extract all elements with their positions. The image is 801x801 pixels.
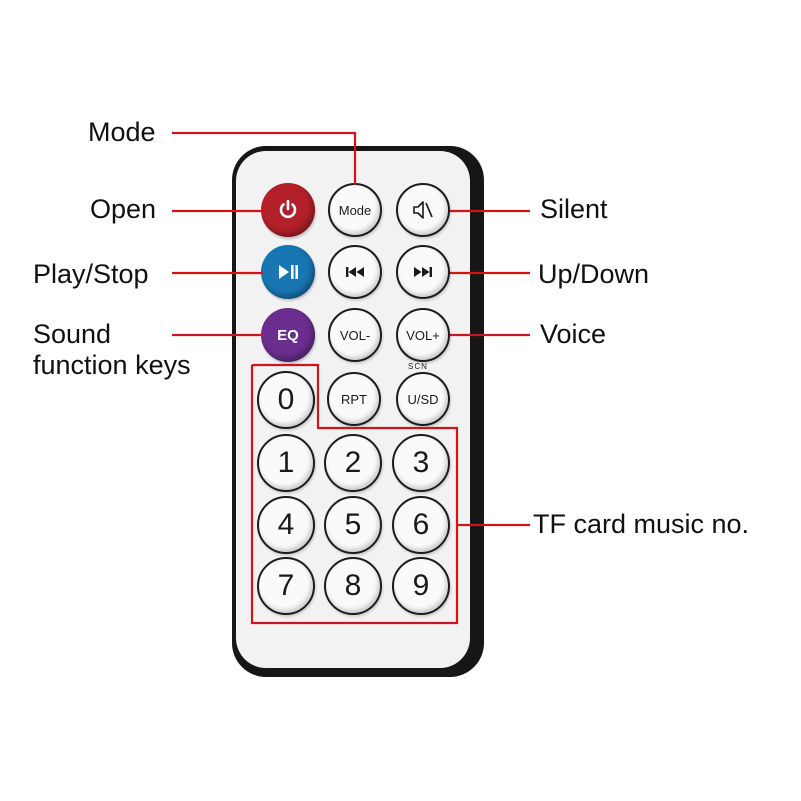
- mode-leader: [172, 131, 357, 185]
- callout-play-stop: Play/Stop: [33, 259, 149, 289]
- previous-button[interactable]: [328, 245, 382, 299]
- digit-3-button[interactable]: 3: [392, 434, 450, 492]
- power-icon: [279, 199, 297, 219]
- next-button[interactable]: [396, 245, 450, 299]
- digit-9-button[interactable]: 9: [392, 557, 450, 615]
- callout-tf-card: TF card music no.: [533, 509, 750, 539]
- callout-mode: Mode: [88, 117, 156, 147]
- eq-button[interactable]: EQ: [261, 308, 315, 362]
- next-icon: [414, 267, 432, 277]
- callout-voice: Voice: [540, 319, 607, 349]
- digit-2-button[interactable]: 2: [324, 434, 382, 492]
- mode-button-label: Mode: [338, 202, 372, 218]
- usd-button[interactable]: U/SD: [396, 372, 450, 426]
- rpt-label: RPT: [341, 391, 367, 407]
- usd-label: U/SD: [407, 391, 439, 407]
- callout-silent: Silent: [540, 194, 608, 224]
- rpt-button[interactable]: RPT: [327, 372, 381, 426]
- digit-6-button[interactable]: 6: [392, 496, 450, 554]
- play-pause-icon: [279, 265, 298, 279]
- digit-label: 5: [344, 508, 362, 541]
- eq-button-label: EQ: [277, 326, 299, 344]
- digit-label: 6: [412, 508, 430, 541]
- digit-label: 9: [412, 569, 430, 602]
- mute-button[interactable]: [396, 183, 450, 237]
- callout-open: Open: [90, 194, 157, 224]
- mode-button[interactable]: Mode: [328, 183, 382, 237]
- callout-sound: Sound function keys: [33, 319, 191, 381]
- digit-7-button[interactable]: 7: [257, 557, 315, 615]
- digit-label: 3: [412, 446, 430, 479]
- previous-icon: [346, 267, 364, 277]
- digit-label: 4: [277, 508, 295, 541]
- play-pause-button[interactable]: [261, 245, 315, 299]
- callout-sound-line1: Sound: [33, 319, 112, 349]
- digit-8-button[interactable]: 8: [324, 557, 382, 615]
- callout-sound-line2: function keys: [33, 350, 191, 380]
- digit-label: 7: [277, 569, 295, 602]
- digit-5-button[interactable]: 5: [324, 496, 382, 554]
- callout-up-down: Up/Down: [538, 259, 650, 289]
- scn-label: SCN: [408, 362, 428, 371]
- digit-label: 0: [277, 383, 295, 416]
- vol-plus-button[interactable]: VOL+: [396, 308, 450, 362]
- digit-label: 2: [344, 446, 362, 479]
- digit-1-button[interactable]: 1: [257, 434, 315, 492]
- digit-label: 8: [344, 569, 362, 602]
- vol-minus-button[interactable]: VOL-: [328, 308, 382, 362]
- mute-icon: [413, 201, 433, 219]
- digit-label: 1: [277, 446, 295, 479]
- digit-0-button[interactable]: 0: [257, 371, 315, 429]
- vol-plus-label: VOL+: [406, 327, 440, 343]
- tf-card-outline: [250, 363, 459, 625]
- digit-4-button[interactable]: 4: [257, 496, 315, 554]
- vol-minus-label: VOL-: [339, 327, 371, 343]
- power-button[interactable]: [261, 183, 315, 237]
